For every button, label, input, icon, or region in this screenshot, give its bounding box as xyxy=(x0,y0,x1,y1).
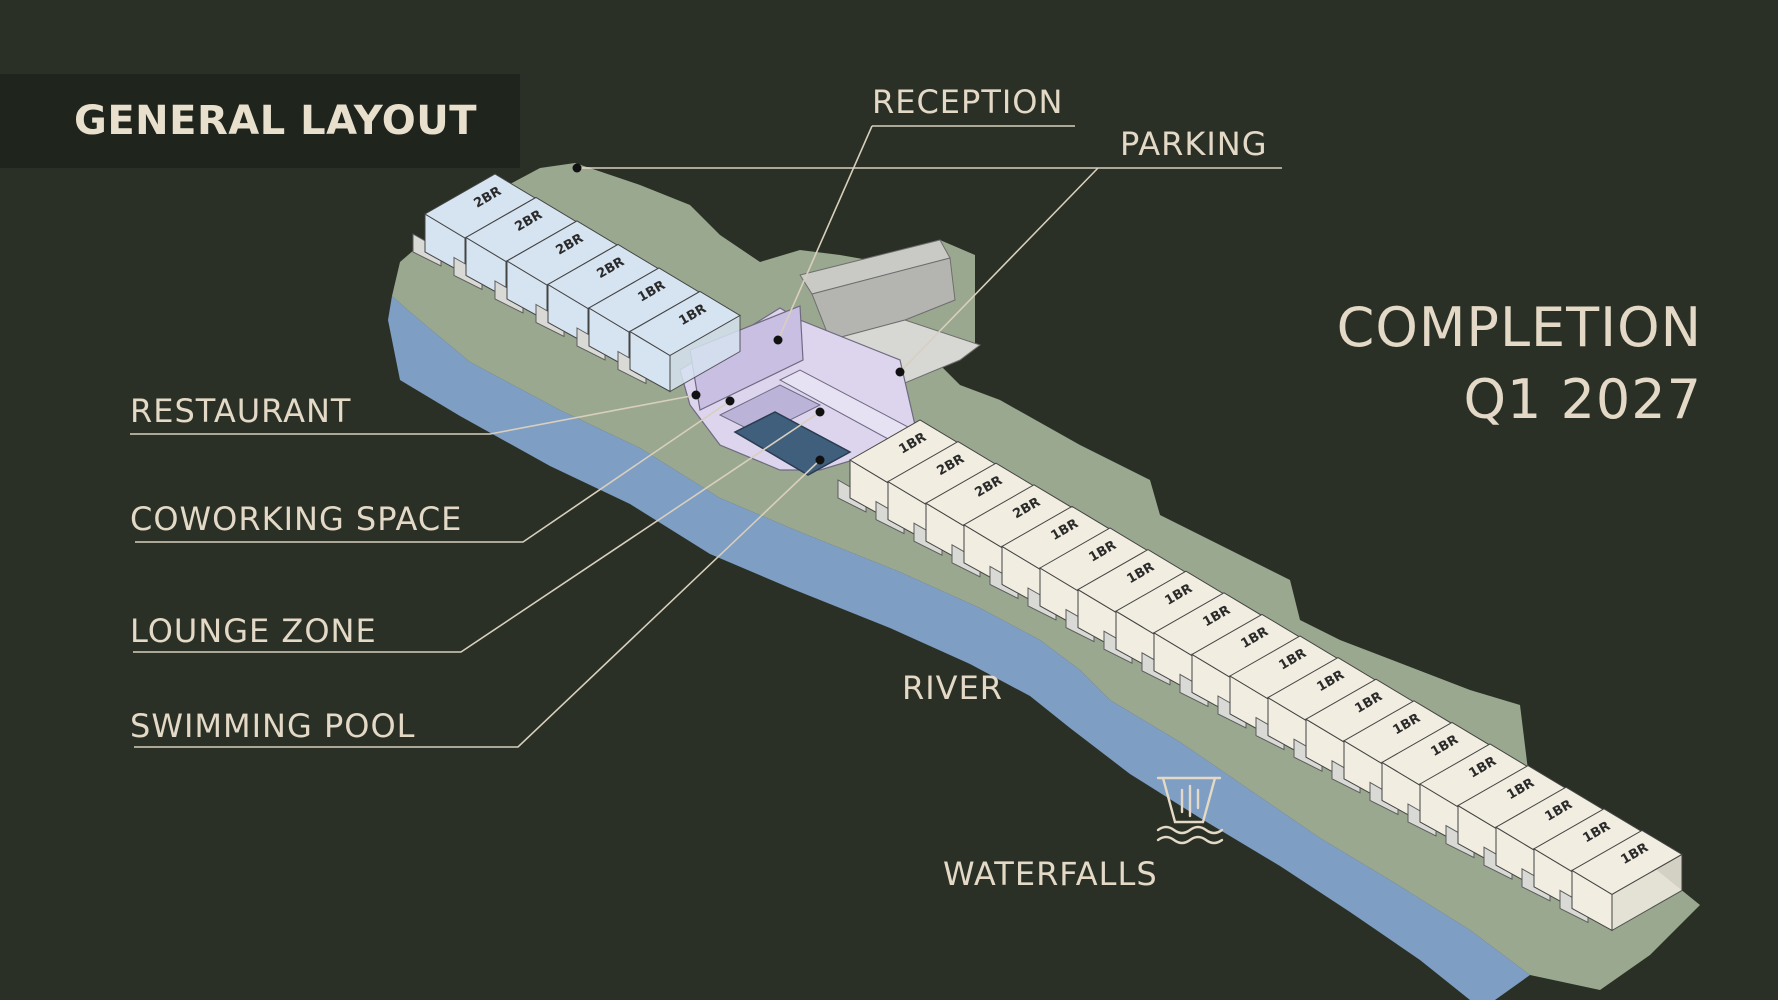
leader-lines xyxy=(130,125,1282,748)
lower-units-row: 1BR2BR2BR2BR1BR1BR1BR1BR1BR1BR1BR1BR1BR1… xyxy=(837,419,1683,932)
villa-unit: 1BR xyxy=(617,290,741,393)
label-river: RIVER xyxy=(902,669,1004,707)
page-title: GENERAL LAYOUT xyxy=(74,98,478,144)
villa-unit: 1BR xyxy=(1559,829,1683,932)
waterfall-icon xyxy=(1156,776,1224,845)
label-lounge-zone: LOUNGE ZONE xyxy=(130,612,377,650)
label-swimming-pool: SWIMMING POOL xyxy=(130,707,416,745)
label-parking: PARKING xyxy=(1120,125,1268,163)
leader-dots xyxy=(572,163,905,465)
label-waterfalls: WATERFALLS xyxy=(943,855,1158,893)
completion-info: COMPLETION Q1 2027 xyxy=(1337,292,1702,436)
parking-structure xyxy=(799,239,982,386)
river xyxy=(388,296,1530,1000)
completion-heading: COMPLETION xyxy=(1336,296,1702,359)
title-banner: GENERAL LAYOUT xyxy=(0,74,520,168)
label-reception: RECEPTION xyxy=(872,83,1064,121)
completion-date: Q1 2027 xyxy=(1463,368,1702,431)
label-coworking-space: COWORKING SPACE xyxy=(130,500,463,538)
label-restaurant: RESTAURANT xyxy=(130,392,352,430)
